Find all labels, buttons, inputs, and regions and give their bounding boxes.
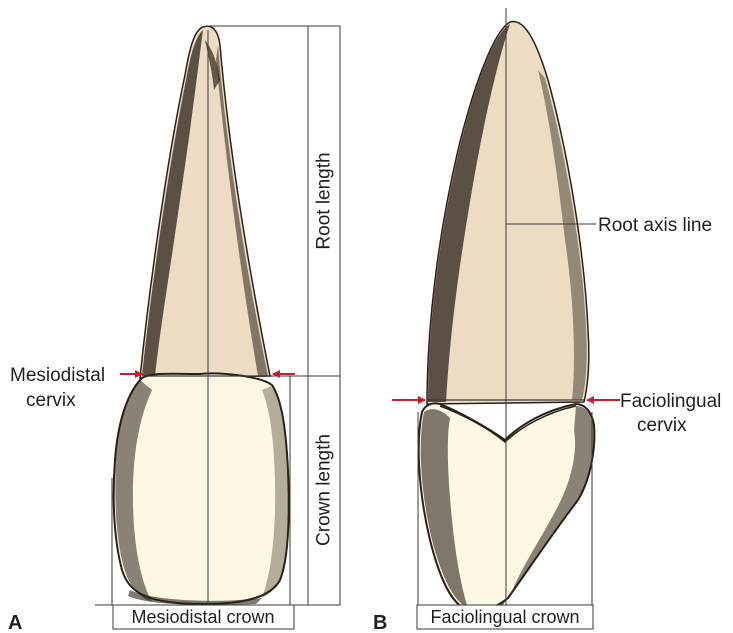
faciolingual-cervix-label-line2: cervix — [637, 415, 687, 436]
panel-b: Root axis line Faciolingual cervix Facio… — [373, 8, 721, 633]
root-axis-line-label: Root axis line — [598, 215, 712, 236]
crown-length-label: Crown length — [314, 434, 335, 546]
mesiodistal-cervix-label-line2: cervix — [26, 390, 76, 411]
panel-a-letter: A — [8, 612, 22, 633]
mesiodistal-cervix-label-line1: Mesiodistal — [10, 365, 105, 386]
panel-a: Root length Crown length Mesiodistal cer… — [8, 26, 340, 633]
root-length-label: Root length — [314, 152, 335, 249]
panel-b-letter: B — [373, 612, 387, 633]
faciolingual-crown-label: Faciolingual crown — [430, 607, 579, 627]
faciolingual-cervix-label-line1: Faciolingual — [620, 391, 721, 412]
mesiodistal-crown-label: Mesiodistal crown — [131, 607, 274, 627]
